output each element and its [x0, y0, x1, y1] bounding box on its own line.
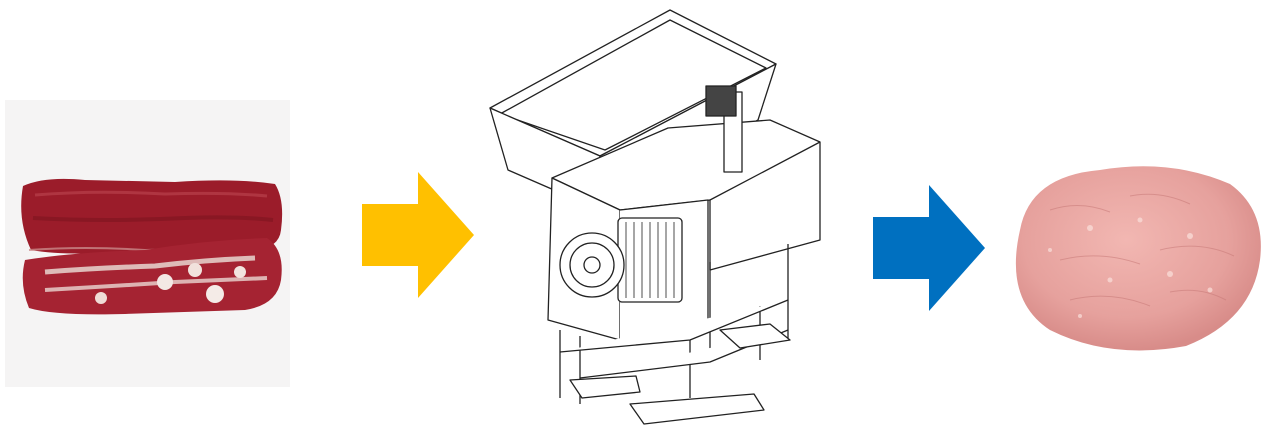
raw-meat-image: [5, 100, 290, 387]
arrow-right-icon: [362, 172, 474, 298]
arrow-right-icon: [873, 185, 985, 311]
ground-meat-image: [990, 140, 1270, 360]
meat-grinder-machine-drawing: [470, 0, 830, 432]
